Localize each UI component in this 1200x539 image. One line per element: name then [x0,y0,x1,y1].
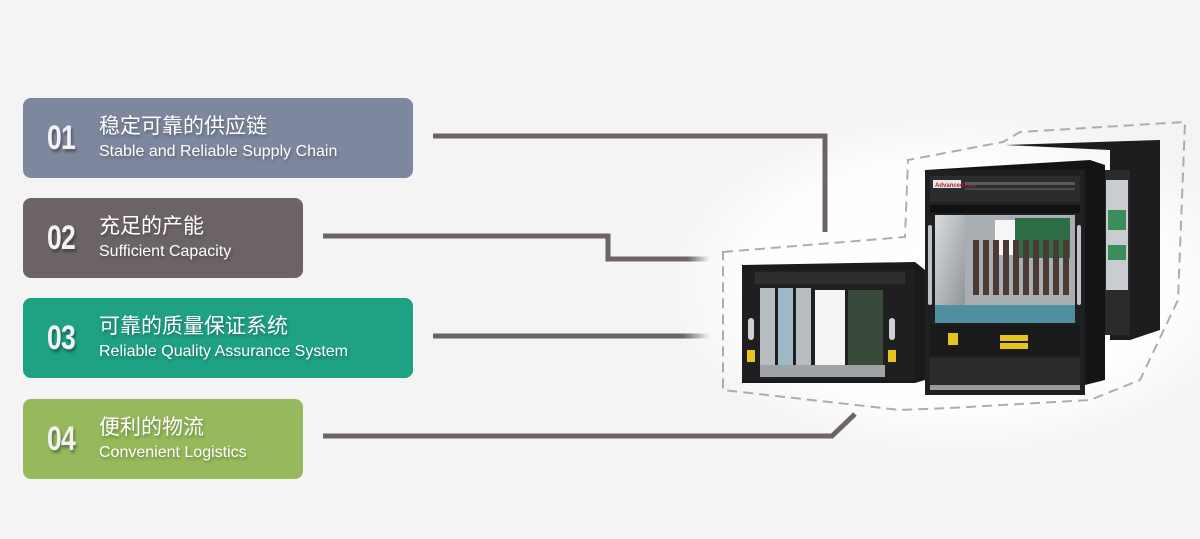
feature-number: 03 [47,318,76,357]
chassis-main: AdvancedTCA [925,160,1105,395]
connector-line-3-fade [650,333,710,339]
feature-card-logistics: 04 便利的物流 Convenient Logistics [23,399,303,479]
dashed-outline [722,120,1187,412]
feature-number: 02 [47,218,76,257]
svg-text:AdvancedTCA: AdvancedTCA [935,183,977,189]
chassis-front [742,262,925,383]
feature-card-supply-chain: 01 稳定可靠的供应链 Stable and Reliable Supply C… [23,98,413,178]
feature-title-zh: 可靠的质量保证系统 [99,314,288,338]
feature-number: 01 [47,118,76,157]
connector-line-2 [323,233,660,262]
feature-title-en: Stable and Reliable Supply Chain [99,143,338,160]
feature-title-zh: 稳定可靠的供应链 [99,114,267,138]
feature-title-en: Reliable Quality Assurance System [99,343,348,360]
feature-number: 04 [47,419,76,458]
feature-title-en: Convenient Logistics [99,444,247,461]
feature-card-quality: 03 可靠的质量保证系统 Reliable Quality Assurance … [23,298,413,378]
feature-title-en: Sufficient Capacity [99,243,232,260]
connector-line-2-fade [660,256,710,262]
feature-title-zh: 便利的物流 [99,415,204,439]
connector-line-4 [323,412,857,439]
feature-title-zh: 充足的产能 [99,214,204,238]
feature-card-capacity: 02 充足的产能 Sufficient Capacity [23,198,303,278]
chassis-rear [1005,140,1160,340]
connector-line-1-fade [822,190,828,220]
